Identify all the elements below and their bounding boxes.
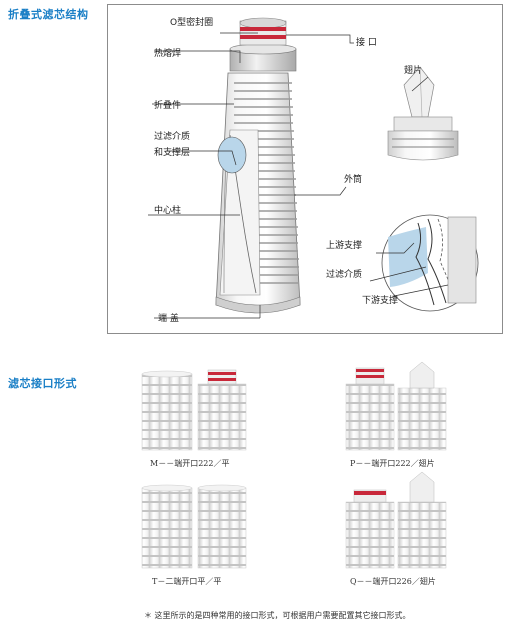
o-ring-seal-2 xyxy=(240,35,286,39)
interface-photos xyxy=(141,361,447,569)
caption-q: Q－－端开口226／翅片 xyxy=(350,577,436,586)
caption-m: M－－端开口222／平 xyxy=(150,459,230,468)
photo-m-flat-222 xyxy=(141,369,247,451)
label-pleat: 折叠件 xyxy=(154,99,181,111)
cartridge-structure-diagram: O型密封圈 接 口 热熔焊 翅片 折叠件 过滤介质 和支撑层 外筒 中心柱 上游… xyxy=(148,16,479,324)
section-heading-structure: 折叠式滤芯结构 xyxy=(8,8,89,21)
o-ring-seal xyxy=(240,27,286,31)
label-heat-weld: 热熔焊 xyxy=(154,47,181,59)
o-ring-seal-m xyxy=(208,372,236,375)
outer-cage-slots xyxy=(234,82,299,284)
photo-q-226-fin xyxy=(345,471,447,569)
label-upstream-support: 上游支撑 xyxy=(326,239,362,251)
label-media-support-line1: 过滤介质 xyxy=(154,130,190,142)
leader-lines xyxy=(148,32,449,319)
media-detail-blue xyxy=(217,136,247,174)
caption-t: T－二端开口平／平 xyxy=(152,577,222,586)
label-downstream-support: 下游支撑 xyxy=(362,294,398,306)
label-core: 中心柱 xyxy=(154,204,181,216)
cartridge-body xyxy=(215,17,301,314)
fin-cap-illustration xyxy=(387,66,459,161)
label-fin: 翅片 xyxy=(404,64,422,76)
fin-tip-q xyxy=(409,471,435,503)
caption-p: P－－端开口222／翅片 xyxy=(350,459,435,468)
photo-t-flat-flat xyxy=(141,484,247,569)
fin-tip-p xyxy=(409,361,435,389)
label-outer-cage: 外筒 xyxy=(344,173,362,185)
label-media-support-line2: 和支撑层 xyxy=(154,146,190,158)
label-interface: 接 口 xyxy=(356,36,377,48)
label-filter-media: 过滤介质 xyxy=(326,268,362,280)
photo-p-222-fin xyxy=(345,361,447,451)
media-layers-detail xyxy=(381,214,479,312)
structure-diagram-frame: O型密封圈 接 口 热熔焊 翅片 折叠件 过滤介质 和支撑层 外筒 中心柱 上游… xyxy=(107,4,503,334)
footnote: ＊ 这里所示的是四种常用的接口形式，可根据用户需要配置其它接口形式。 xyxy=(144,611,411,620)
label-o-ring: O型密封圈 xyxy=(170,16,213,28)
section-heading-interface-forms: 滤芯接口形式 xyxy=(8,377,77,390)
label-end-cap: 端 盖 xyxy=(158,312,179,324)
end-cap xyxy=(215,296,301,314)
